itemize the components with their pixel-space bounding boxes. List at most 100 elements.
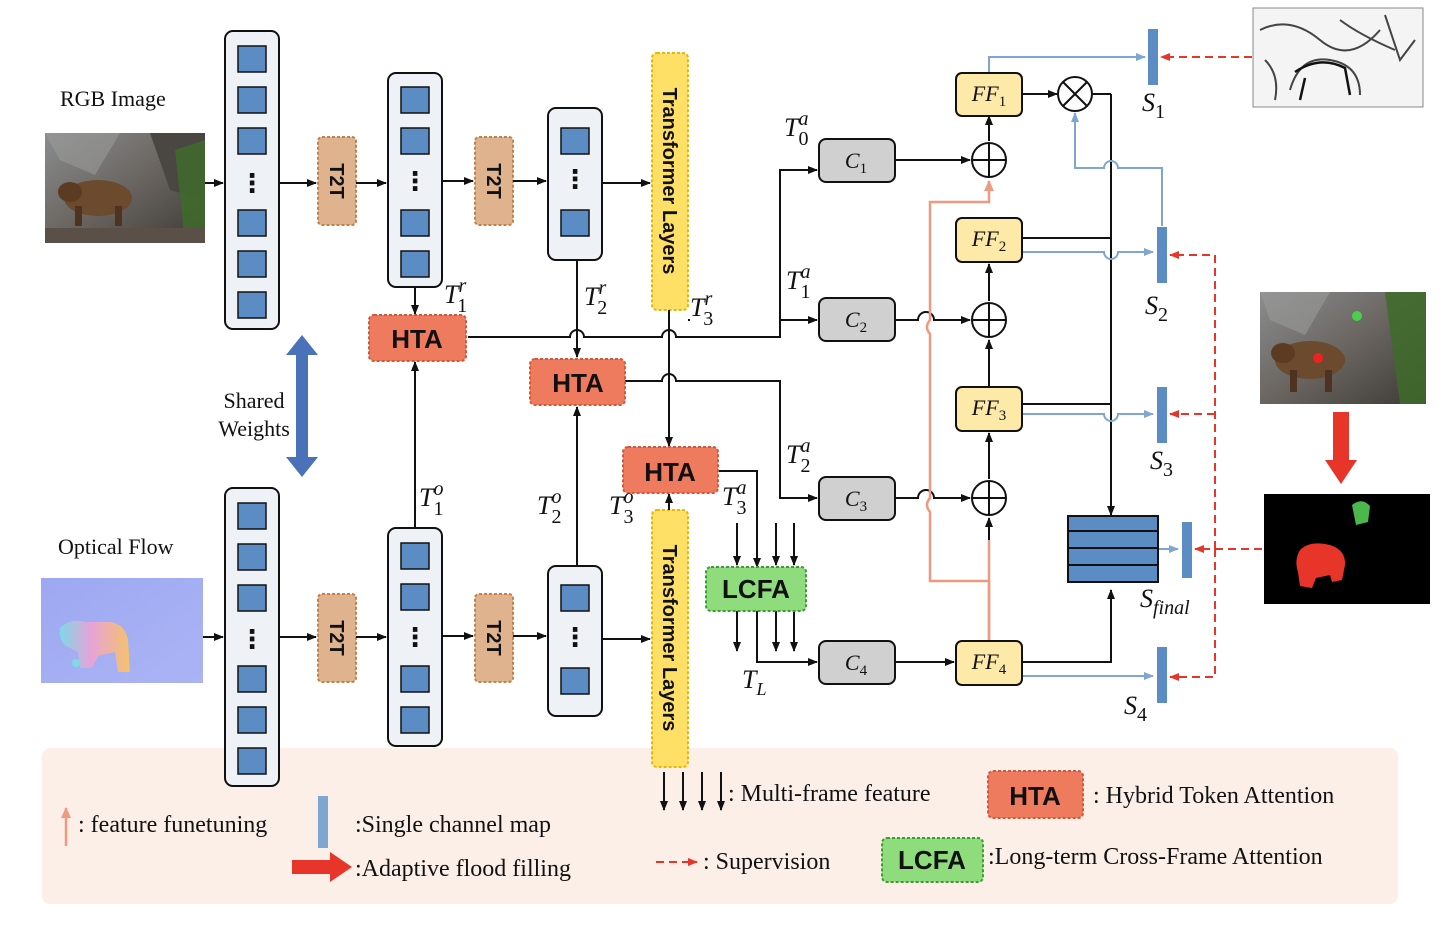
legend-multi-frame-feature: : Multi-frame feature <box>728 781 931 807</box>
svg-text:HTA: HTA <box>552 368 604 398</box>
rgb-token-column-1: ⋮ <box>224 30 280 330</box>
ff-block-4: FF4 <box>955 640 1023 686</box>
label-tl: TL <box>742 665 766 699</box>
t2t-block-flow-2: T2T <box>474 593 514 683</box>
map-s4 <box>1157 647 1167 703</box>
map-s1 <box>1148 29 1158 85</box>
transformer-layers-flow: Transformer Layers <box>651 509 689 768</box>
svg-text:HTA: HTA <box>391 324 443 354</box>
final-feature-stack <box>1067 515 1159 583</box>
rgb-image-label: RGB Image <box>60 86 166 111</box>
label-s2: S2 <box>1145 291 1168 326</box>
shared-weights-label-2: Weights <box>218 416 290 441</box>
svg-text:⋮: ⋮ <box>239 624 265 654</box>
t2t-block-rgb-2: T2T <box>474 136 514 226</box>
finetune-lines <box>925 180 994 641</box>
legend-feature-finetuning: : feature funetuning <box>78 812 267 838</box>
conv-c1: C1 <box>818 138 896 183</box>
stream-arrows <box>203 90 1115 666</box>
svg-text:T2T: T2T <box>482 620 504 656</box>
legend-flood-fill-arrow <box>292 852 352 882</box>
t2t-block-rgb-1: T2T <box>317 136 357 226</box>
svg-text:⋮: ⋮ <box>562 164 588 194</box>
hta-block-2: HTA <box>529 358 626 406</box>
svg-text:T2T: T2T <box>325 163 347 199</box>
optical-flow-label: Optical Flow <box>58 534 174 559</box>
segmentation-mask-image <box>1264 494 1430 604</box>
clicked-rgb-image <box>1260 292 1426 404</box>
svg-text:Transformer Layers: Transformer Layers <box>658 545 680 732</box>
ff-block-1: FF1 <box>955 72 1023 117</box>
plus-node-1 <box>971 142 1007 178</box>
svg-text:FF3: FF3 <box>971 395 1006 424</box>
rgb-token-column-2: ⋮ <box>387 72 443 288</box>
svg-text:T2T: T2T <box>482 163 504 199</box>
svg-text:C3: C3 <box>845 486 867 515</box>
flow-token-column-2: ⋮ <box>387 527 443 747</box>
skip-lines <box>988 53 1179 680</box>
legend-multi-frame-icon <box>660 772 725 811</box>
rgb-token-column-3: ⋮ <box>547 107 603 261</box>
conv-c3: C3 <box>818 476 896 521</box>
legend-long-term-cfa: :Long-term Cross-Frame Attention <box>988 844 1323 870</box>
ff-block-3: FF3 <box>955 386 1023 432</box>
svg-text:FF2: FF2 <box>971 226 1006 255</box>
label-s3: S3 <box>1150 446 1173 481</box>
svg-text:C4: C4 <box>845 650 868 679</box>
svg-text:⋮: ⋮ <box>402 166 428 196</box>
map-s2 <box>1157 227 1167 283</box>
ff-block-2: FF2 <box>955 217 1023 263</box>
edge-map-image <box>1252 7 1424 108</box>
svg-text:LCFA: LCFA <box>898 845 966 875</box>
svg-text:FF1: FF1 <box>971 81 1006 110</box>
rgb-image <box>45 133 205 243</box>
svg-text:T2T: T2T <box>325 620 347 656</box>
hta-block-3: HTA <box>622 446 719 494</box>
shared-weights-arrow <box>286 335 318 477</box>
label-s4: S4 <box>1124 691 1147 726</box>
flood-fill-arrow-right <box>1325 412 1357 484</box>
map-sfinal <box>1182 522 1192 578</box>
svg-text:HTA: HTA <box>644 457 696 487</box>
conv-c2: C2 <box>818 297 896 342</box>
svg-text:FF4: FF4 <box>971 649 1007 678</box>
supervision-lines <box>1160 53 1262 681</box>
shared-weights-label-1: Shared <box>223 388 284 413</box>
svg-text:Transformer Layers: Transformer Layers <box>658 88 680 275</box>
svg-text:LCFA: LCFA <box>722 574 790 604</box>
plus-node-3 <box>971 480 1007 516</box>
legend-hta-icon: HTA <box>987 770 1084 819</box>
label-sfinal: Sfinal <box>1140 584 1190 619</box>
svg-text:HTA: HTA <box>1009 781 1061 811</box>
legend-lcfa-icon: LCFA <box>881 837 984 883</box>
flow-token-column-3: ⋮ <box>547 565 603 717</box>
svg-text:C2: C2 <box>845 307 867 336</box>
svg-text:⋮: ⋮ <box>562 622 588 652</box>
legend-hybrid-token-attention: : Hybrid Token Attention <box>1093 783 1334 809</box>
multiply-node <box>1057 76 1093 112</box>
optical-flow-image <box>41 578 203 683</box>
svg-text:⋮: ⋮ <box>402 622 428 652</box>
conv-c4: C4 <box>818 640 896 685</box>
label-s1: S1 <box>1142 88 1165 123</box>
hta-block-1: HTA <box>368 314 467 362</box>
legend-adaptive-flood-filling: :Adaptive flood filling <box>355 856 571 882</box>
legend-single-channel-icon <box>318 796 328 848</box>
t2t-block-flow-1: T2T <box>317 593 357 683</box>
map-s3 <box>1157 387 1167 443</box>
transformer-layers-rgb: Transformer Layers <box>651 52 689 311</box>
legend-supervision: : Supervision <box>703 849 830 875</box>
plus-node-2 <box>971 302 1007 338</box>
svg-text:⋮: ⋮ <box>239 168 265 198</box>
svg-text:C1: C1 <box>845 148 867 177</box>
